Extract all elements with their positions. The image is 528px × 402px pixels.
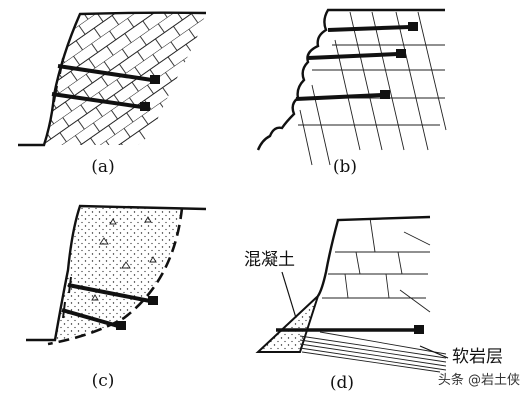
- panel-a-anchor-plate-upper: [59, 57, 64, 75]
- panel-b-anchor-head-2: [396, 49, 406, 58]
- panel-a-anchor-head-lower: [140, 102, 150, 111]
- panel-d-slope-face: [316, 215, 431, 297]
- panel-d-concrete-leader: [281, 271, 297, 319]
- panel-a-slope-face: [18, 11, 207, 147]
- panel-c-slip-surface: [47, 207, 184, 346]
- watermark: 头条 @岩土侠: [438, 372, 520, 388]
- panel-b-anchor-head-3: [380, 90, 390, 99]
- panel-b-anchor-bolt-3: [295, 93, 383, 101]
- panel-d-concrete-label: 混凝土: [244, 250, 295, 270]
- panel-c-anchor-bolt-upper: [67, 283, 151, 303]
- panel-d-rock-blocks: [322, 217, 431, 313]
- panel-a-anchor-bolt-lower: [51, 92, 143, 109]
- panel-a: (a): [18, 11, 207, 177]
- panel-d-concrete-wedge: [255, 292, 321, 353]
- panel-c-anchor-bolt-lower: [61, 308, 119, 328]
- panel-d-soft-rock-label: 软岩层: [452, 347, 503, 367]
- panel-d-anchor-head: [414, 325, 424, 334]
- panel-d-soft-rock-leader: [419, 345, 449, 359]
- panel-a-rock-mass: [44, 12, 206, 145]
- panel-d: 混凝土 软岩层 (d): [244, 215, 503, 393]
- panel-b-anchor-bolt-2: [307, 52, 399, 60]
- panel-a-anchor-head-upper: [150, 75, 160, 84]
- panel-c-caption: (c): [92, 371, 115, 391]
- panel-c-concrete-fill: [55, 206, 182, 340]
- panel-c-aggregate-marks: [91, 216, 157, 301]
- panel-b-anchor-bolt-1: [327, 25, 411, 32]
- panel-b-anchor-head-1: [408, 22, 418, 31]
- panel-a-caption: (a): [91, 157, 114, 177]
- panel-b-caption: (b): [333, 157, 357, 177]
- panel-c-anchor-plate-upper: [68, 276, 72, 294]
- panel-d-caption: (d): [330, 373, 354, 393]
- panel-b-slope-face: [256, 8, 445, 151]
- panel-a-anchor-bolt-upper: [57, 64, 153, 82]
- panel-c-slope-face: [26, 204, 207, 342]
- panel-c-anchor-head-upper: [148, 296, 158, 305]
- panel-c-anchor-plate-lower: [62, 301, 66, 319]
- panel-a-anchor-plate-lower: [53, 85, 58, 103]
- panel-d-soft-rock-layer: [299, 331, 447, 373]
- panel-c-anchor-head-lower: [116, 321, 126, 330]
- panel-c: (c): [26, 204, 207, 391]
- panel-b: (b): [256, 8, 447, 177]
